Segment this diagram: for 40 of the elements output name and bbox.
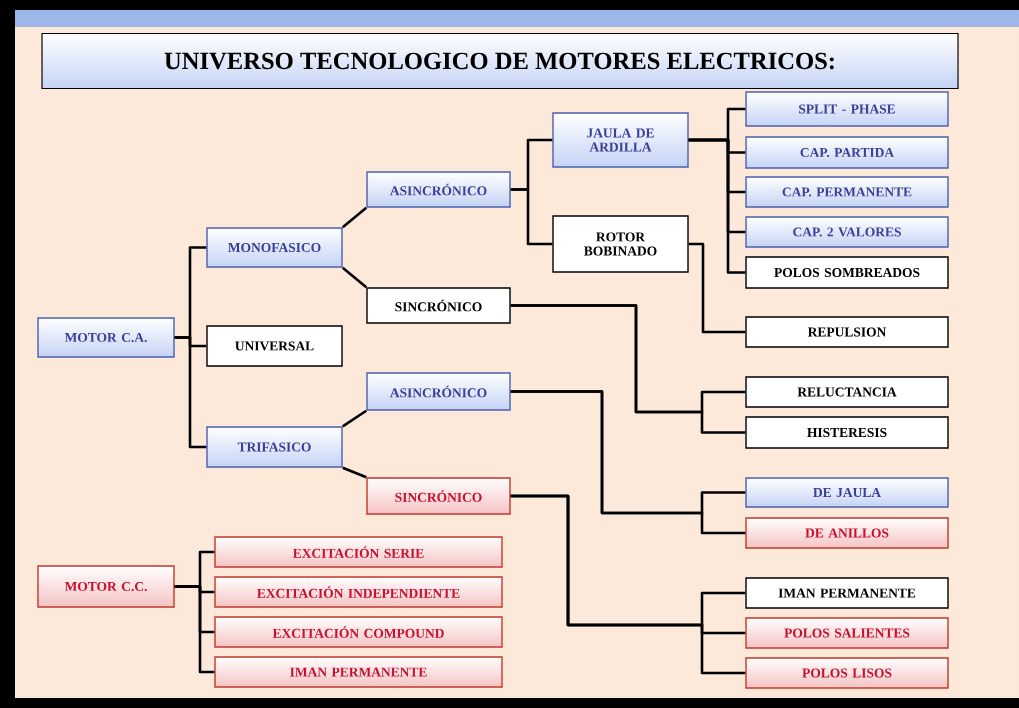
title-box: UNIVERSO TECNOLOGICO DE MOTORES ELECTRICOS: bbox=[41, 32, 959, 90]
category-box: EXCITACIÓN SERIE bbox=[214, 536, 503, 568]
connector-line bbox=[510, 304, 746, 434]
category-box: MOTOR C.A. bbox=[37, 317, 175, 358]
connector-line bbox=[688, 138, 746, 274]
category-box: SPLIT - PHASE bbox=[745, 91, 949, 127]
category-box: UNIVERSAL bbox=[206, 325, 343, 367]
connector-line bbox=[174, 585, 215, 674]
category-box: CAP. 2 VALORES bbox=[745, 216, 949, 248]
category-box: ASINCRÓNICO bbox=[366, 372, 511, 411]
category-box: IMAN PERMANENTE bbox=[214, 656, 503, 688]
category-box: CAP. PARTIDA bbox=[745, 136, 949, 169]
category-box: CAP. PERMANENTE bbox=[745, 176, 949, 208]
category-box: REPULSION bbox=[745, 316, 949, 348]
category-box: ROTOR BOBINADO bbox=[552, 215, 689, 273]
category-box: DE JAULA bbox=[745, 477, 949, 508]
connector-line bbox=[174, 336, 207, 449]
connector-line bbox=[342, 409, 367, 428]
connector-line bbox=[341, 206, 368, 229]
connector-line bbox=[510, 494, 746, 675]
category-box: POLOS SOMBREADOS bbox=[745, 256, 949, 289]
category-box: IMAN PERMANENTE bbox=[745, 577, 949, 609]
connector-line bbox=[342, 466, 367, 479]
category-box: JAULA DE ARDILLA bbox=[552, 112, 689, 168]
category-box: TRIFASICO bbox=[206, 426, 343, 468]
category-box: POLOS SALIENTES bbox=[745, 617, 949, 649]
connector-line bbox=[510, 188, 553, 246]
category-box: POLOS LISOS bbox=[745, 657, 949, 689]
category-box: SINCRÓNICO bbox=[366, 287, 511, 324]
category-box: MONOFASICO bbox=[206, 227, 343, 268]
category-box: ASINCRÓNICO bbox=[366, 171, 511, 208]
category-box: EXCITACIÓN INDEPENDIENTE bbox=[214, 576, 503, 608]
connector-line bbox=[341, 266, 368, 289]
category-box: SINCRÓNICO bbox=[366, 477, 511, 515]
category-box: DE ANILLOS bbox=[745, 517, 949, 549]
category-box: EXCITACIÓN COMPOUND bbox=[214, 616, 503, 648]
connector-line bbox=[688, 242, 746, 334]
category-box: RELUCTANCIA bbox=[745, 376, 949, 408]
category-box: HISTERESIS bbox=[745, 416, 949, 449]
category-box: MOTOR C.C. bbox=[37, 565, 175, 608]
